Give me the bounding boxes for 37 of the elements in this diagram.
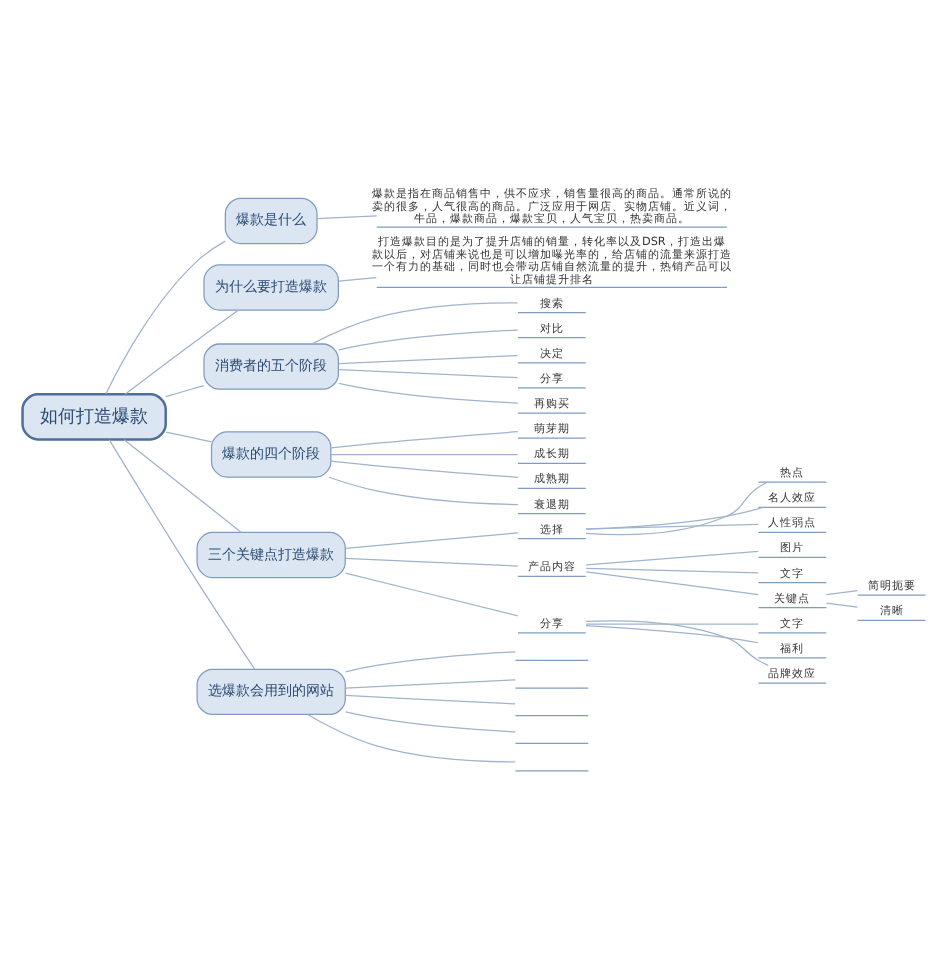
connector bbox=[344, 572, 519, 617]
node-box: 如何打造爆款 bbox=[21, 392, 167, 441]
connector bbox=[585, 567, 759, 574]
connector bbox=[328, 476, 519, 506]
connector bbox=[344, 711, 517, 733]
connector bbox=[330, 431, 519, 449]
connector bbox=[825, 590, 859, 596]
connector bbox=[585, 625, 759, 644]
connector bbox=[105, 240, 226, 395]
connector bbox=[825, 602, 859, 608]
connector bbox=[165, 385, 205, 398]
connector bbox=[316, 215, 378, 220]
connector bbox=[338, 382, 519, 404]
connector bbox=[307, 713, 516, 763]
connector bbox=[344, 679, 516, 689]
connector bbox=[344, 651, 517, 673]
connector bbox=[338, 354, 519, 365]
connector bbox=[123, 439, 242, 533]
connector bbox=[585, 571, 759, 596]
connector bbox=[344, 557, 519, 567]
connector bbox=[344, 694, 516, 705]
connector bbox=[585, 523, 759, 530]
connector bbox=[108, 439, 256, 670]
connector bbox=[330, 453, 519, 456]
connector bbox=[585, 481, 769, 536]
connector bbox=[585, 550, 759, 566]
connector bbox=[338, 368, 519, 379]
connector bbox=[311, 302, 519, 345]
connector bbox=[338, 329, 519, 351]
connector bbox=[124, 309, 239, 395]
connector bbox=[338, 277, 377, 282]
connector bbox=[344, 532, 519, 549]
connector bbox=[585, 620, 769, 667]
connector bbox=[585, 623, 759, 625]
connector bbox=[330, 460, 519, 478]
connector bbox=[165, 431, 213, 443]
connector bbox=[585, 506, 764, 530]
